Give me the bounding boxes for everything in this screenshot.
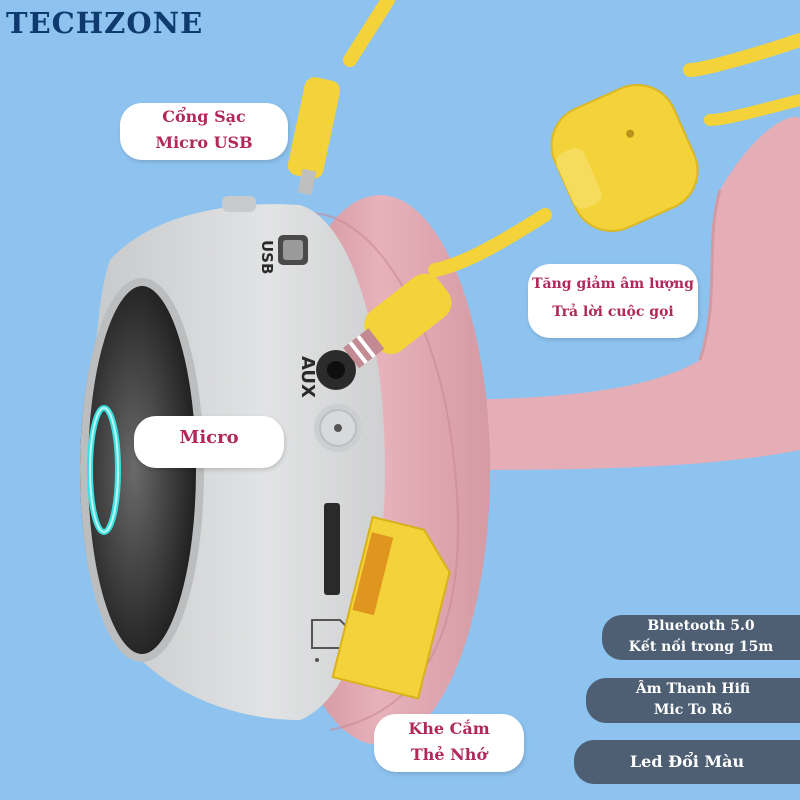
feature-audio: Âm Thanh Hifi Mic To Rõ: [586, 678, 800, 723]
callout-usb-line1: Cổng Sạc: [162, 107, 246, 126]
callout-card: Khe Cắm Thẻ Nhớ: [374, 714, 524, 772]
memory-card: [331, 515, 451, 700]
headband: [430, 116, 800, 470]
feature-led-line1: Led Đổi Màu: [629, 752, 745, 771]
power-button: [222, 196, 256, 212]
feature-bluetooth-line2: Kết nối trong 15m: [628, 639, 774, 655]
callout-card-line1: Khe Cắm: [408, 719, 490, 738]
feature-audio-line1: Âm Thanh Hifi: [635, 681, 751, 697]
callout-usb-line2: Micro USB: [155, 133, 253, 152]
callout-volume: Tăng giảm âm lượng Trả lời cuộc gọi: [528, 264, 698, 338]
usb-etch-label: USB: [258, 240, 276, 274]
earcup-inner: [80, 280, 200, 660]
usb-cable: [343, 0, 395, 67]
callout-volume-line1: Tăng giảm âm lượng: [532, 276, 694, 292]
callout-usb: Cổng Sạc Micro USB: [120, 103, 288, 160]
feature-bluetooth-line1: Bluetooth 5.0: [647, 618, 755, 634]
callout-volume-line2: Trả lời cuộc gọi: [552, 304, 674, 320]
mic-indicator: [315, 658, 319, 662]
inline-remote: [550, 83, 699, 232]
aux-plug: [343, 273, 452, 369]
card-slot: [324, 503, 340, 595]
brand-logo: TECHZONE: [6, 6, 204, 40]
feature-led: Led Đổi Màu: [574, 740, 800, 784]
aux-etch-label: AUX: [297, 356, 318, 398]
callout-micro: Micro: [134, 416, 284, 468]
usb-connector: [287, 77, 341, 179]
callout-micro-line1: Micro: [179, 427, 239, 448]
callout-card-line2: Thẻ Nhớ: [410, 745, 488, 764]
feature-bluetooth: Bluetooth 5.0 Kết nối trong 15m: [602, 615, 800, 660]
feature-audio-line2: Mic To Rõ: [653, 702, 733, 718]
